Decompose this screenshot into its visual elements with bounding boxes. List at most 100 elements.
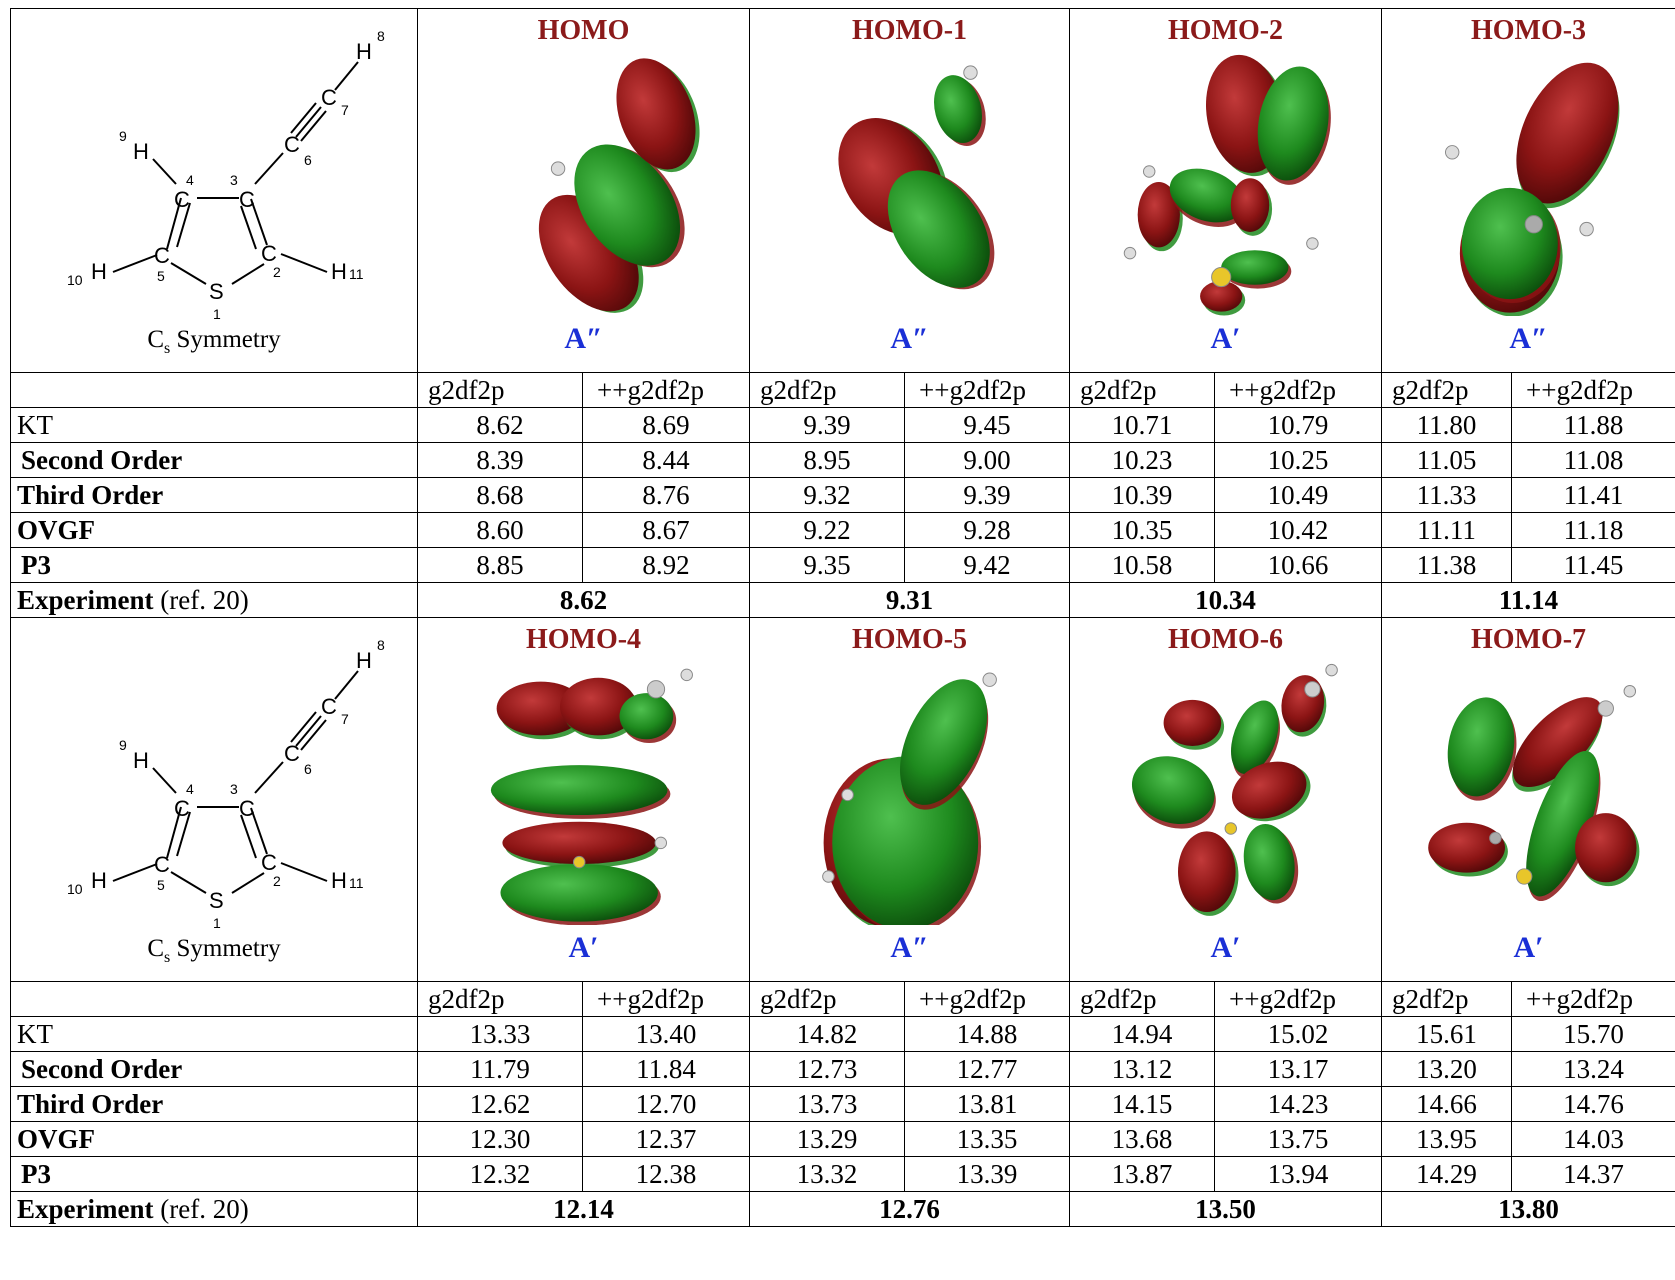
ionization-value: 14.94 [1069, 1016, 1215, 1052]
svg-text:3: 3 [230, 172, 238, 188]
ionization-value: 12.32 [417, 1156, 583, 1192]
atom-c2: C [261, 850, 277, 875]
ionization-value: 12.77 [904, 1051, 1070, 1087]
svg-text:2: 2 [273, 264, 281, 280]
ionization-value: 11.33 [1381, 477, 1512, 513]
ionization-value: 9.35 [749, 547, 905, 583]
ionization-value: 9.22 [749, 512, 905, 548]
ionization-value: 8.67 [582, 512, 750, 548]
ionization-value: 9.00 [904, 442, 1070, 478]
atom-c2: C [261, 241, 277, 266]
experiment-label: Experiment (ref. 20) [10, 582, 418, 618]
atom-s1: S [209, 888, 224, 913]
svg-text:6: 6 [304, 761, 312, 777]
orbital-cell: HOMO-7 A′ [1381, 617, 1675, 982]
row-label: Third Order [10, 477, 418, 513]
orbital-name: HOMO-4 [525, 624, 642, 655]
symmetry-caption: Cs Symmetry [147, 935, 281, 966]
ionization-value: 8.68 [417, 477, 583, 513]
ionization-value: 13.29 [749, 1121, 905, 1157]
ionization-value: 14.15 [1069, 1086, 1215, 1122]
orbital-name: HOMO-1 [851, 15, 968, 46]
orbital-isosurface-image [1131, 663, 1338, 916]
ionization-value: 8.85 [417, 547, 583, 583]
ionization-value: 8.69 [582, 407, 750, 443]
basis-set-header: g2df2p [1381, 372, 1512, 408]
atom-h11: H [331, 868, 347, 893]
orbital-cell: HOMO-1 A″ [749, 8, 1070, 373]
ionization-value: 12.62 [417, 1086, 583, 1122]
orbital-name: HOMO-7 [1470, 624, 1587, 655]
ionization-energy-table: S 1 C 2 C 3 C 4 C 5 C 6 C 7 H 8 H 9 H 10… [10, 8, 1675, 1227]
orbital-symmetry: A′ [1210, 931, 1241, 964]
basis-set-header: ++g2df2p [1214, 981, 1382, 1017]
atom-h10: H [91, 259, 107, 284]
svg-text:11: 11 [349, 266, 364, 282]
molecule-structure-diagram: S 1 C 2 C 3 C 4 C 5 C 6 C 7 H 8 H 9 H 10… [67, 637, 385, 931]
ionization-value: 9.32 [749, 477, 905, 513]
basis-set-header: g2df2p [417, 372, 583, 408]
ionization-value: 12.37 [582, 1121, 750, 1157]
ionization-value: 12.30 [417, 1121, 583, 1157]
experiment-label-text: Experiment [17, 585, 154, 615]
ionization-value: 13.94 [1214, 1156, 1382, 1192]
orbital-cell: HOMO A″ [417, 8, 750, 373]
orbital-table-sheet: S 1 C 2 C 3 C 4 C 5 C 6 C 7 H 8 H 9 H 10… [10, 8, 1675, 1227]
row-label: Second Order [10, 1051, 418, 1087]
svg-text:5: 5 [157, 268, 165, 284]
svg-text:7: 7 [341, 102, 349, 118]
orbital-cell: HOMO-2 A′ [1069, 8, 1382, 373]
basis-set-header: g2df2p [749, 981, 905, 1017]
experiment-label-text: Experiment [17, 1194, 154, 1224]
svg-text:10: 10 [67, 272, 83, 288]
ionization-value: 10.23 [1069, 442, 1215, 478]
ionization-value: 11.18 [1511, 512, 1675, 548]
ionization-value: 13.40 [582, 1016, 750, 1052]
experiment-value: 13.80 [1381, 1191, 1675, 1227]
atom-h9: H [133, 748, 149, 773]
ionization-value: 9.28 [904, 512, 1070, 548]
ionization-value: 10.58 [1069, 547, 1215, 583]
orbital-cell: HOMO-3 A″ [1381, 8, 1675, 373]
orbital-cell: HOMO-4 A′ [417, 617, 750, 982]
orbital-isosurface-image [837, 65, 994, 290]
experiment-value: 10.34 [1069, 582, 1382, 618]
ionization-value: 11.80 [1381, 407, 1512, 443]
orbital-name: HOMO [537, 15, 630, 46]
ionization-value: 13.81 [904, 1086, 1070, 1122]
ionization-value: 13.35 [904, 1121, 1070, 1157]
orbital-symmetry: A′ [1210, 322, 1241, 355]
basis-set-header: ++g2df2p [1214, 372, 1382, 408]
orbital-symmetry: A″ [1509, 322, 1548, 355]
atom-c7: C [321, 85, 337, 110]
ionization-value: 10.35 [1069, 512, 1215, 548]
experiment-value: 12.76 [749, 1191, 1070, 1227]
ionization-value: 14.23 [1214, 1086, 1382, 1122]
orbital-name: HOMO-2 [1167, 15, 1284, 46]
ionization-value: 13.12 [1069, 1051, 1215, 1087]
svg-text:1: 1 [213, 915, 221, 931]
svg-text:7: 7 [341, 711, 349, 727]
ionization-value: 13.24 [1511, 1051, 1675, 1087]
ionization-value: 13.87 [1069, 1156, 1215, 1192]
ionization-value: 12.73 [749, 1051, 905, 1087]
atom-c4: C [174, 187, 190, 212]
svg-text:5: 5 [157, 877, 165, 893]
ionization-value: 10.71 [1069, 407, 1215, 443]
ionization-value: 14.29 [1381, 1156, 1512, 1192]
experiment-label: Experiment (ref. 20) [10, 1191, 418, 1227]
molecule-cell: S 1 C 2 C 3 C 4 C 5 C 6 C 7 H 8 H 9 H 10… [10, 8, 418, 373]
molecule-cell: S 1 C 2 C 3 C 4 C 5 C 6 C 7 H 8 H 9 H 10… [10, 617, 418, 982]
ionization-value: 13.39 [904, 1156, 1070, 1192]
ionization-value: 13.20 [1381, 1051, 1512, 1087]
svg-text:11: 11 [349, 875, 364, 891]
atom-c5: C [154, 852, 170, 877]
